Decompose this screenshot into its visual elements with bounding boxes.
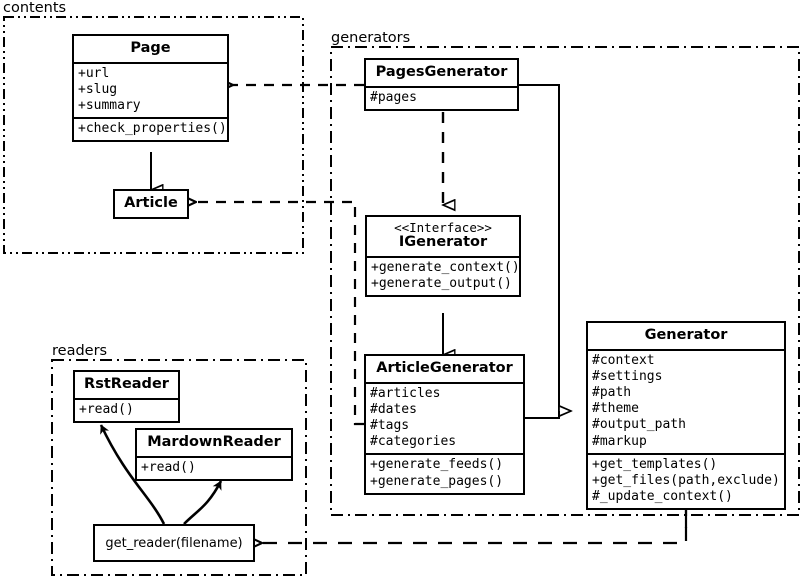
class-rst-reader-methods: +read() <box>75 397 178 421</box>
relation-get-reader-creates-mardownreader <box>183 480 223 525</box>
method-row: +generate_feeds() <box>370 457 504 473</box>
package-label-contents: contents <box>2 0 69 16</box>
attribute-row: +summary <box>78 97 141 113</box>
attribute-row: #theme <box>592 401 639 417</box>
class-generator-methods: +get_templates() +get_files(path,exclude… <box>588 452 784 509</box>
method-row: +get_templates() <box>592 456 718 472</box>
relation-pagesgenerator-inherits-generator <box>519 84 571 411</box>
class-article-name: Article <box>124 195 178 211</box>
method-row: +read() <box>141 459 196 475</box>
class-article-generator-attributes: #articles #dates #tags #categories <box>366 381 523 454</box>
class-mardown-reader-methods: +read() <box>137 455 291 479</box>
function-get-reader-label: get_reader(filename) <box>105 535 243 551</box>
attribute-row: #tags <box>370 417 410 433</box>
attribute-row: #output_path <box>592 417 686 433</box>
class-page-methods: +check_properties() <box>74 117 227 140</box>
method-row: #_update_context() <box>592 489 733 505</box>
method-row: +get_files(path,exclude) <box>592 472 780 488</box>
attribute-row: #markup <box>592 433 647 449</box>
class-igenerator-name: IGenerator <box>398 234 488 251</box>
attribute-row: +slug <box>78 81 118 97</box>
class-article-generator-name: ArticleGenerator <box>376 360 513 376</box>
attribute-row: #dates <box>370 401 417 417</box>
class-page[interactable]: Page +url +slug +summary +check_properti… <box>72 34 229 143</box>
class-pages-generator-attributes: #pages <box>366 85 517 109</box>
relation-articlegenerator-inherits-generator <box>525 411 560 419</box>
class-article[interactable]: Article <box>113 189 189 219</box>
function-get-reader[interactable]: get_reader(filename) <box>93 524 255 562</box>
class-page-attributes: +url +slug +summary <box>74 61 227 118</box>
class-article-generator[interactable]: ArticleGenerator #articles #dates #tags … <box>364 354 525 495</box>
package-label-generators: generators <box>330 30 413 46</box>
attribute-row: #settings <box>592 368 663 384</box>
attribute-row: #categories <box>370 434 457 450</box>
method-row: +read() <box>79 401 134 417</box>
class-generator[interactable]: Generator #context #settings #path #them… <box>586 321 786 511</box>
package-label-readers: readers <box>51 343 110 359</box>
class-page-name: Page <box>130 40 171 56</box>
relation-articlegenerator-uses-article <box>196 202 364 426</box>
class-igenerator[interactable]: <<Interface>> IGenerator +generate_conte… <box>365 215 521 298</box>
attribute-row: #path <box>592 384 632 400</box>
class-article-generator-methods: +generate_feeds() +generate_pages() <box>366 453 523 492</box>
class-generator-attributes: #context #settings #path #theme #output_… <box>588 348 784 453</box>
class-igenerator-methods: +generate_context() +generate_output() <box>367 255 520 295</box>
attribute-row: +url <box>78 65 110 81</box>
attribute-row: #context <box>592 352 655 368</box>
attribute-row: #pages <box>370 89 417 105</box>
class-rst-reader[interactable]: RstReader +read() <box>73 370 180 423</box>
method-row: +check_properties() <box>78 121 227 137</box>
method-row: +generate_pages() <box>370 473 504 489</box>
class-pages-generator-name: PagesGenerator <box>375 64 508 80</box>
method-row: +generate_output() <box>371 275 512 291</box>
class-rst-reader-name: RstReader <box>84 376 169 392</box>
class-pages-generator[interactable]: PagesGenerator #pages <box>364 58 519 111</box>
class-mardown-reader[interactable]: MardownReader +read() <box>135 428 293 481</box>
method-row: +generate_context() <box>371 259 520 275</box>
class-mardown-reader-name: MardownReader <box>147 434 281 450</box>
class-igenerator-stereotype: <<Interface>> <box>394 220 492 235</box>
attribute-row: #articles <box>370 385 441 401</box>
class-generator-name: Generator <box>644 327 728 343</box>
